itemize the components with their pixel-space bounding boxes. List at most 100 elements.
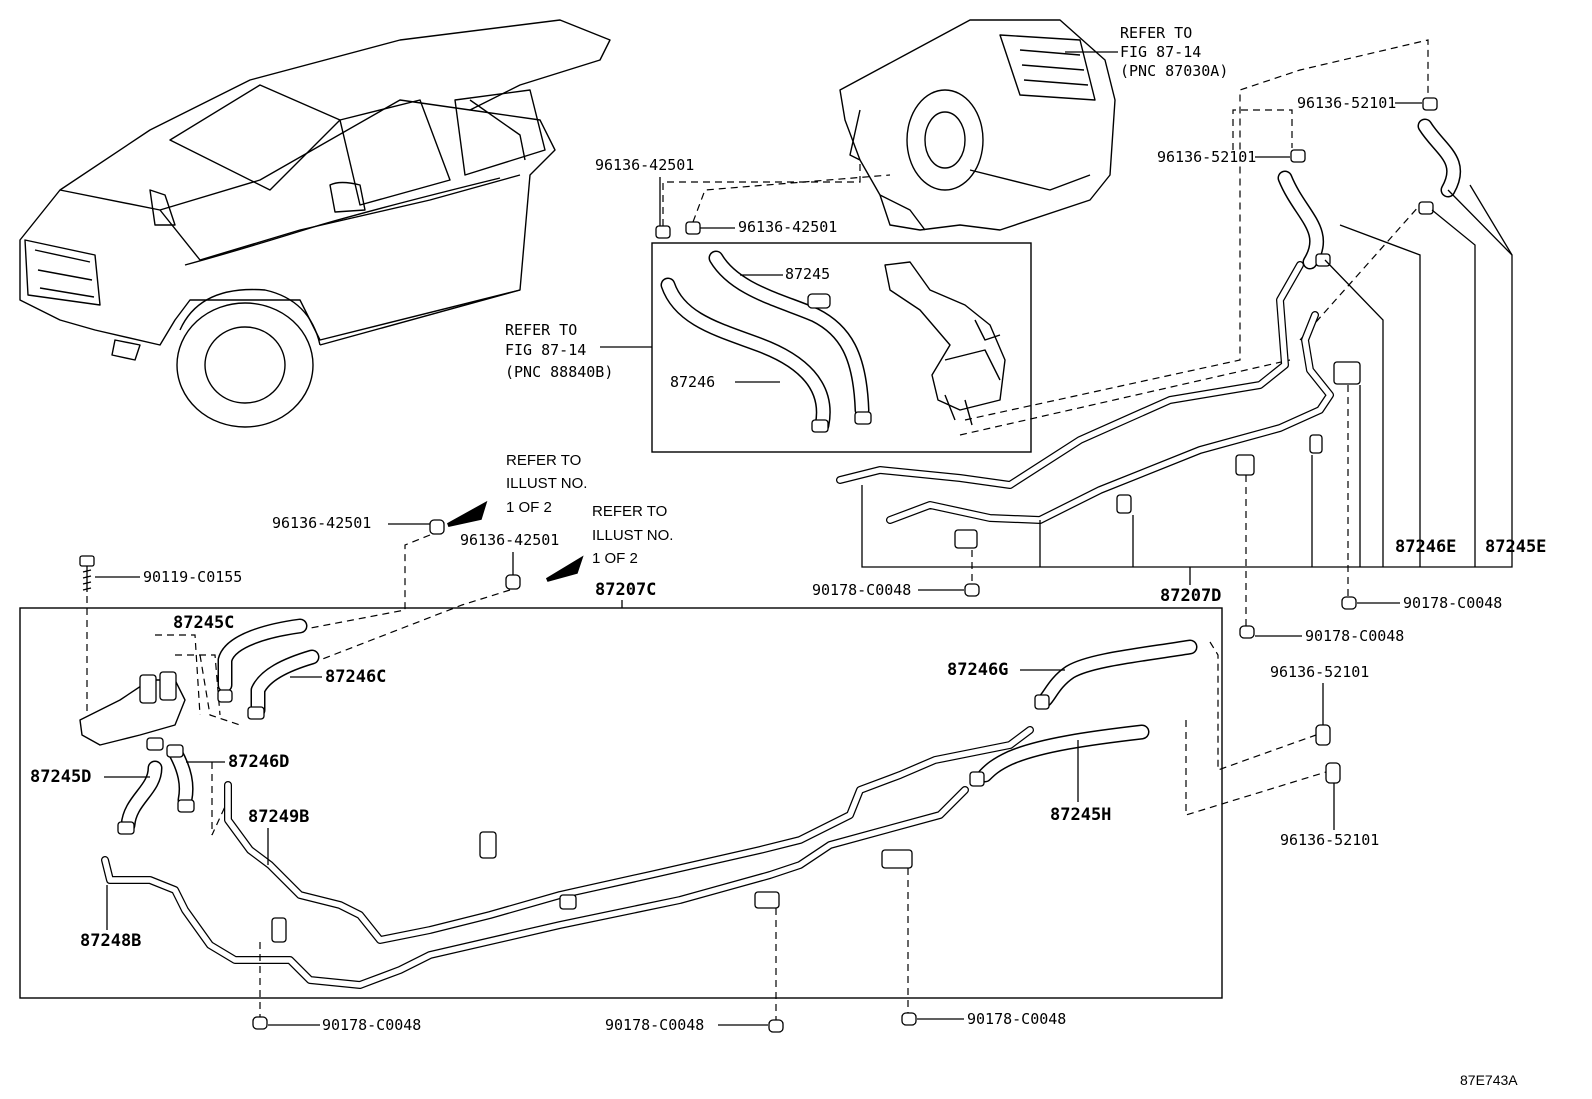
hose-clamp [969,771,985,787]
pipe-clamp [1235,454,1255,476]
pipe-clamp [559,894,577,910]
heater-unit-refer-note-line2: FIG 87-14 [1120,43,1201,61]
hose-87246e-drawing [1277,170,1325,270]
heater-unit-refer-note-line1: REFER TO [1120,24,1192,42]
hose-87245d-drawing [120,760,163,833]
hose-clamp [1315,253,1331,267]
hose-label-87245d: 87245D [30,767,91,787]
clip-nut [901,1012,917,1026]
hose-87245e-drawing [1417,118,1462,198]
hose-label-87248b: 87248B [80,931,141,951]
pipe-87207d-drawing [836,261,1334,524]
hose-87246g-drawing [1037,639,1198,708]
illust-refer-note-a-line3: 1 OF 2 [506,499,552,516]
hose-label-87246g: 87246G [947,660,1008,680]
clip-label-96136-52101: 96136-52101 [1280,831,1379,849]
hose-label-87245h: 87245H [1050,805,1111,825]
pipe-clamp [1309,434,1323,454]
hose-clamp [807,293,831,309]
hose-clamp [1418,201,1434,215]
hose-label-87245: 87245 [785,265,830,283]
nut-label-90178-c0048: 90178-C0048 [967,1010,1066,1028]
hose-87246-drawing [660,277,831,433]
clip-nut [1341,596,1357,610]
pipe-clamp [754,891,780,909]
clip-nut [768,1019,784,1033]
bolt-icon [79,555,95,592]
clip-label-96136-52101: 96136-52101 [1297,94,1396,112]
hose-clamp [217,689,233,703]
hose-87245c-drawing [217,618,308,693]
arrow-refer-illust-a [447,500,488,527]
hose-label-87245e: 87245E [1485,537,1546,557]
hose-87245-drawing [708,250,870,418]
hose-clamp [117,821,135,835]
heater-valve-refer-note-line2: FIG 87-14 [505,341,586,359]
hose-label-87246d: 87246D [228,752,289,772]
hose-label-87246c: 87246C [325,667,386,687]
hose-clip [429,519,445,535]
hose-87246d-drawing [167,744,194,808]
hose-clamp [811,419,829,433]
hose-clamp [146,737,164,751]
hose-clip [1422,97,1438,111]
vehicle-illustration [19,19,611,428]
nut-label-90178-c0048: 90178-C0048 [812,581,911,599]
hose-label-87246: 87246 [670,373,715,391]
pipe-clamp [881,849,913,869]
illust-refer-note-a-line1: REFER TO [506,452,581,469]
pipe-87207c-drawing [101,726,1034,989]
hose-clamp [177,799,195,813]
hose-clamp [1034,694,1050,710]
clip-label-96136-42501: 96136-42501 [738,218,837,236]
nut-label-90178-c0048: 90178-C0048 [605,1016,704,1034]
pipe-clamp [479,831,497,859]
pipe-label-87207c: 87207C [595,580,656,600]
hose-87245h-drawing [977,724,1150,783]
heater-valve-illustration [884,261,1006,426]
illust-refer-note-b-line1: REFER TO [592,503,667,520]
hose-clamp [854,411,872,425]
hose-label-87245c: 87245C [173,613,234,633]
pipe-clamp [954,529,978,549]
hose-label-87246e: 87246E [1395,537,1456,557]
hose-clip [655,225,671,239]
heater-unit-refer-note-line3: (PNC 87030A) [1120,62,1228,80]
clip-nut [252,1016,268,1030]
inset-box-rear-pipes [19,607,1223,999]
hose-clip [1315,724,1331,746]
heater-valve-refer-note-line3: (PNC 88840B) [505,363,613,381]
illust-refer-note-b-line3: 1 OF 2 [592,550,638,567]
hose-clip [505,574,521,590]
pipe-clamp [1333,361,1361,385]
hose-clip [1325,762,1341,784]
clip-label-96136-52101: 96136-52101 [1270,663,1369,681]
pipe-clamp [271,917,287,943]
arrow-refer-illust-b [545,555,584,582]
illust-refer-note-b-line2: ILLUST NO. [592,527,673,544]
illust-refer-note-a-line2: ILLUST NO. [506,475,587,492]
figure-code: 87E743A [1460,1072,1518,1088]
hose-clamp [166,744,184,758]
nut-label-90178-c0048: 90178-C0048 [322,1016,421,1034]
clip-nut [1239,625,1255,639]
clip-label-96136-42501: 96136-42501 [595,156,694,174]
water-valve-illustration [79,634,221,746]
clip-label-96136-42501: 96136-42501 [460,531,559,549]
hose-clip [685,221,701,235]
hose-label-87249b: 87249B [248,807,309,827]
nut-label-90178-c0048: 90178-C0048 [1305,627,1404,645]
bolt-label-90119-c0155: 90119-C0155 [143,568,242,586]
pipe-clamp [1116,494,1132,514]
heater-valve-refer-note-line1: REFER TO [505,321,577,339]
clip-label-96136-42501: 96136-42501 [272,514,371,532]
heater-unit-illustration [839,19,1116,231]
pipe-label-87207d: 87207D [1160,586,1221,606]
nut-label-90178-c0048: 90178-C0048 [1403,594,1502,612]
clip-nut [964,583,980,597]
hose-87246c-drawing [250,649,320,718]
hose-clip [1290,149,1306,163]
hose-clamp [247,706,265,720]
clip-label-96136-52101: 96136-52101 [1157,148,1256,166]
